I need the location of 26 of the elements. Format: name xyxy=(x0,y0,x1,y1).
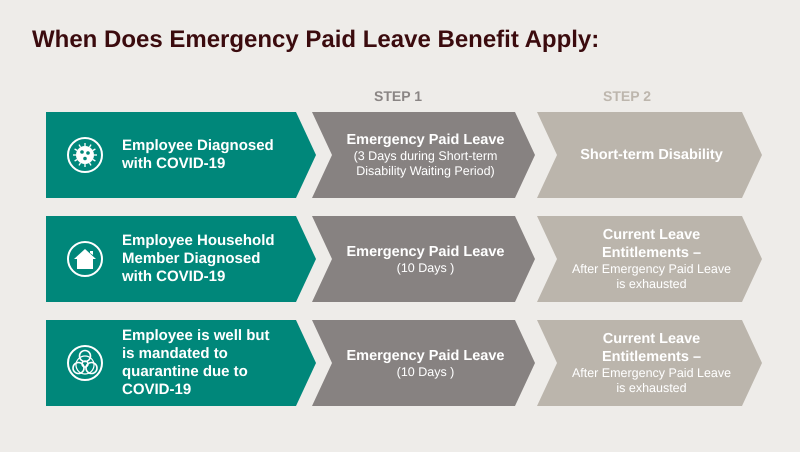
chevron-step xyxy=(312,112,535,198)
step-heading: Current Leave Entitlements – xyxy=(600,226,702,262)
chevron-step xyxy=(537,216,762,302)
chevron-step xyxy=(46,320,316,406)
step-heading: Current Leave Entitlements – xyxy=(600,330,702,366)
chevron-step xyxy=(537,112,762,198)
step-note: (3 Days during Short-term Disability Waiting Period) xyxy=(352,149,498,179)
chevron-step xyxy=(46,216,316,302)
step-heading: Employee Diagnosed with COVID-19 xyxy=(122,137,275,173)
chevron-step xyxy=(537,320,762,406)
step-note: After Emergency Paid Leave is exhausted xyxy=(570,262,732,292)
step-heading: Employee is well but is mandated to quarantine due to COVID-19 xyxy=(122,327,271,399)
step-label: STEP 1 xyxy=(373,88,423,104)
chevron-step xyxy=(46,112,316,198)
chevron-step xyxy=(312,320,535,406)
step-note: After Emergency Paid Leave is exhausted xyxy=(570,366,732,396)
chevron-step xyxy=(312,216,535,302)
step-heading: Employee Household Member Diagnosed with COVID-19 xyxy=(122,232,276,286)
step-heading: Emergency Paid Leave xyxy=(346,346,506,364)
step-heading: Emergency Paid Leave xyxy=(346,131,506,149)
step-note: (10 Days ) xyxy=(396,364,456,380)
step-heading: Short-term Disability xyxy=(579,146,724,164)
step-label: STEP 2 xyxy=(602,88,652,104)
title: When Does Emergency Paid Leave Benefit Apply: xyxy=(32,26,600,54)
step-note: (10 Days ) xyxy=(396,260,456,276)
step-heading: Emergency Paid Leave xyxy=(346,242,506,260)
